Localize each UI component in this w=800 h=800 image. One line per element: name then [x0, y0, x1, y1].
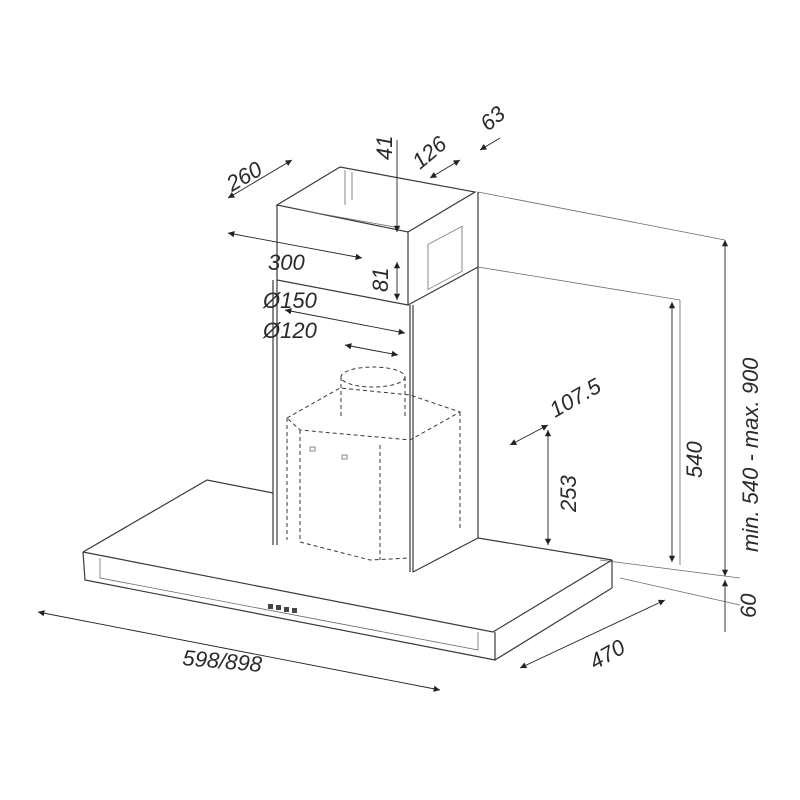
label-253: 253	[556, 475, 581, 513]
control-buttons	[268, 604, 297, 613]
label-260: 260	[221, 156, 267, 197]
label-470: 470	[585, 634, 630, 674]
label-81: 81	[368, 268, 393, 292]
wall-lines	[477, 191, 741, 606]
label-300: 300	[268, 250, 305, 275]
dimension-lines	[37, 137, 729, 692]
label-540: 540	[682, 441, 707, 478]
label-126: 126	[407, 131, 452, 174]
chimney	[272, 267, 479, 573]
vent-grille	[427, 225, 463, 291]
motor-outline	[286, 366, 462, 561]
label-598-898: 598/898	[182, 645, 264, 677]
label-d150: Ø150	[262, 288, 318, 313]
canopy	[82, 479, 613, 661]
label-41: 41	[372, 136, 397, 160]
label-d120: Ø120	[262, 318, 318, 343]
label-60: 60	[736, 593, 761, 618]
label-107-5: 107.5	[545, 373, 606, 423]
label-total-height: min. 540 - max. 900	[738, 357, 763, 552]
label-63: 63	[475, 100, 510, 135]
